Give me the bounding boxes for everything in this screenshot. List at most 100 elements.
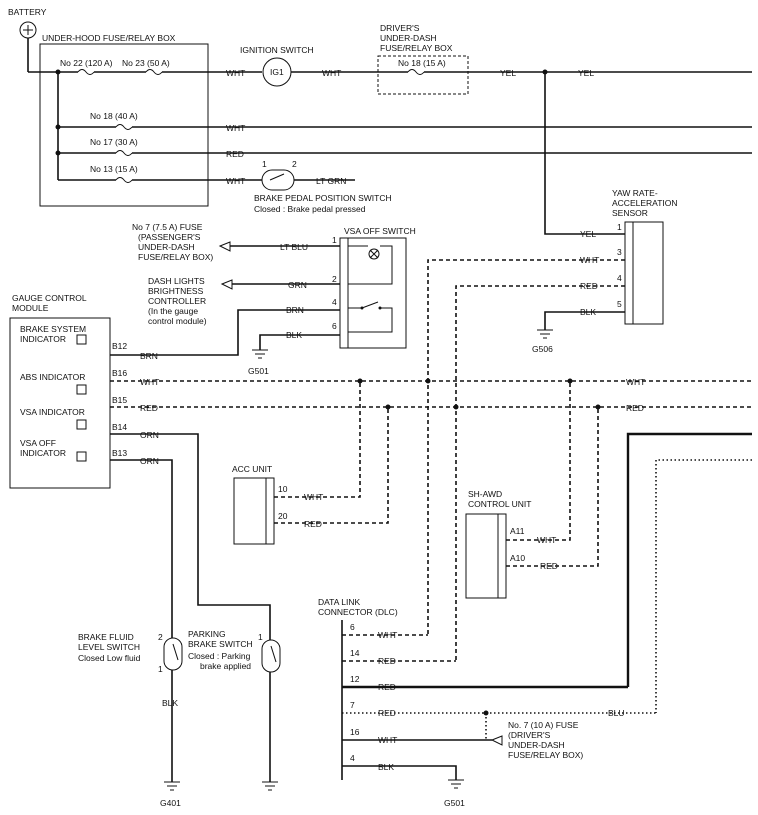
g401-label: G401 (160, 798, 181, 808)
orn-wire-brake-fluid (110, 459, 173, 638)
indicator-icon (76, 334, 87, 345)
wire-label-yel-3: YEL (580, 229, 596, 239)
fuse7b-label-3: UNDER-DASH (508, 740, 565, 750)
driver-box-label-3: FUSE/RELAY BOX (380, 43, 453, 53)
fuse-22-icon (77, 69, 95, 75)
fuse-23-label: No 23 (50 A) (122, 58, 170, 68)
connector-arrow-icon (220, 279, 233, 290)
splice-dot (425, 378, 431, 384)
brake-indicator-label-2: INDICATOR (20, 334, 66, 344)
splice-dot (357, 378, 363, 384)
shawd-unit-box (465, 513, 507, 599)
fuse7b-label-4: FUSE/RELAY BOX) (508, 750, 583, 760)
fuse-13-label: No 13 (15 A) (90, 164, 138, 174)
fuse7b-label-2: (DRIVER'S (508, 730, 551, 740)
dlc-label-2: CONNECTOR (DLC) (318, 607, 398, 617)
acc-wht-wire (274, 381, 361, 498)
wire-label-wht-11: WHT (378, 735, 397, 745)
wire-label-red-3: RED (140, 403, 158, 413)
vsa-pin-6: 6 (332, 321, 337, 331)
ground-icon (537, 329, 553, 339)
vsa-pin-1: 1 (332, 235, 337, 245)
wire-label-wht-10: WHT (378, 630, 397, 640)
wire-label-red-5: RED (304, 519, 322, 529)
fuse-17-label: No 17 (30 A) (90, 137, 138, 147)
wire-label-wht-4: WHT (322, 68, 341, 78)
vsa-internal-lamp-circuit (348, 245, 393, 285)
wire-label-red-8: RED (378, 682, 396, 692)
yaw-pin-3: 3 (617, 247, 622, 257)
bp-pin-2: 2 (292, 159, 297, 169)
pb-pin-1: 1 (258, 632, 263, 642)
underhood-box-label: UNDER-HOOD FUSE/RELAY BOX (42, 33, 176, 43)
gcm-pin-b12: B12 (112, 341, 127, 351)
parking-brake-label-4: brake applied (200, 661, 251, 671)
connector-arrow-icon (490, 735, 503, 746)
vsaoff-indicator-label-2: INDICATOR (20, 448, 66, 458)
shawd-wht-wire (506, 381, 571, 541)
wire-label-red-4: RED (626, 403, 644, 413)
wire-label-wht-2: WHT (226, 123, 245, 133)
brake-pedal-label-1: BRAKE PEDAL POSITION SWITCH (254, 193, 392, 203)
fuse-13-icon (115, 177, 133, 183)
switch-contact-icon (361, 301, 379, 309)
brake-pedal-switch (261, 169, 295, 191)
switch-contact (378, 306, 382, 310)
switch-contact-icon (270, 645, 277, 663)
gauge-control-module (9, 317, 111, 489)
wire-label-blk-4: BLK (162, 698, 178, 708)
wire-label-wht-6: WHT (140, 377, 159, 387)
wire-label-red-6: RED (540, 561, 558, 571)
wire-label-grn: GRN (288, 280, 307, 290)
gcm-pin-b15: B15 (112, 395, 127, 405)
gcm-label-1: GAUGE CONTROL (12, 293, 87, 303)
ground-icon (448, 779, 464, 789)
wire-label-red-9: RED (378, 708, 396, 718)
g501-bottom-label: G501 (444, 798, 465, 808)
wire-label-red-1: RED (226, 149, 244, 159)
brake-pedal-label-2: Closed : Brake pedal pressed (254, 204, 366, 214)
wire-label-wht-8: WHT (304, 492, 323, 502)
shawd-label-1: SH-AWD (468, 489, 502, 499)
fuse-22-label: No 22 (120 A) (60, 58, 113, 68)
parking-brake-label-1: PARKING (188, 629, 226, 639)
gcm-pin-b14: B14 (112, 422, 127, 432)
vsa-off-switch-box (339, 237, 407, 349)
bf-pin-2: 2 (158, 632, 163, 642)
battery-plus-icon (23, 25, 33, 35)
orn-wire-parking (110, 433, 271, 640)
battery-label: BATTERY (8, 7, 47, 17)
indicator-icon (76, 419, 87, 430)
shawd-red-wire (506, 407, 599, 567)
ground-icon (262, 781, 278, 791)
wire-label-wht-7: WHT (626, 377, 645, 387)
yaw-wht-can-wire (427, 259, 625, 635)
dash-label-4: (In the gauge (148, 306, 198, 316)
wire-label-red-7: RED (378, 656, 396, 666)
shawd-pin-a11: A11 (510, 526, 525, 536)
yaw-yel-wire (544, 72, 625, 235)
wire-label-ltgrn: LT GRN (316, 176, 346, 186)
wire-label-wht-1: WHT (226, 68, 245, 78)
dlc-pin-6: 6 (350, 622, 355, 632)
bf-pin-1: 1 (158, 664, 163, 674)
gcm-label-2: MODULE (12, 303, 49, 313)
gcm-pin-b13: B13 (112, 448, 127, 458)
dlc-pin-14: 14 (350, 648, 360, 658)
switch-contact-icon (269, 173, 285, 181)
fuse-18-15-icon (407, 69, 425, 75)
fuse-23-icon (145, 69, 163, 75)
indicator-icon (76, 384, 87, 395)
wire-label-orn-1: ORN (140, 430, 159, 440)
yaw-red-can-wire (455, 285, 625, 661)
wire-label-yel-1: YEL (500, 68, 516, 78)
wire-label-red-2: RED (580, 281, 598, 291)
splice-dot (595, 404, 601, 410)
vsa-off-switch-label: VSA OFF SWITCH (344, 226, 416, 236)
fuse7-label-4: FUSE/RELAY BOX) (138, 252, 213, 262)
wire-label-wht-9: WHT (537, 535, 556, 545)
wire-label-brn-2: BRN (140, 351, 158, 361)
fuse7b-label-1: No. 7 (10 A) FUSE (508, 720, 579, 730)
yaw-label-1: YAW RATE- (612, 188, 658, 198)
yaw-label-3: SENSOR (612, 208, 648, 218)
